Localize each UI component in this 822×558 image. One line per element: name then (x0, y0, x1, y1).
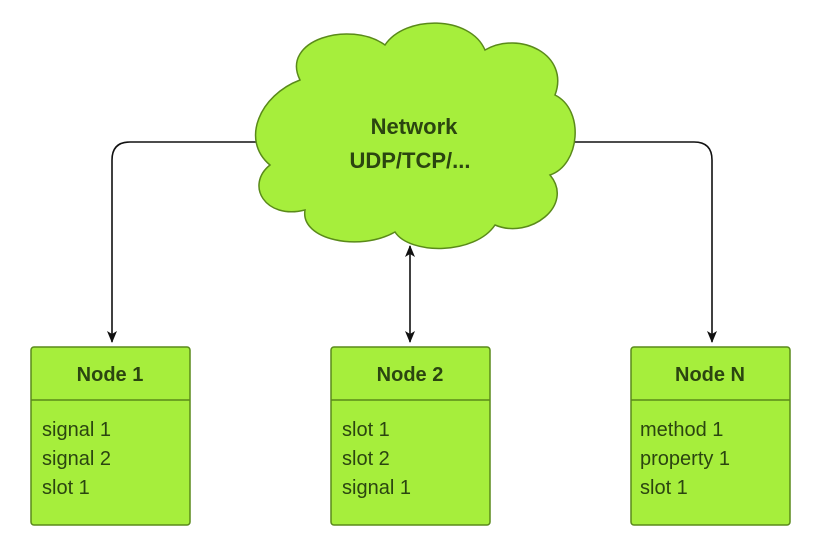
node-item: slot 1 (42, 477, 90, 499)
node-item: signal 2 (42, 448, 111, 470)
cloud-label-protocols: UDP/TCP/... (349, 148, 470, 173)
connector-node-1 (107, 137, 273, 343)
node-title: Node 1 (77, 364, 144, 386)
network-cloud: Network UDP/TCP/... (254, 22, 576, 250)
cloud-shape (254, 22, 576, 250)
node-item: signal 1 (42, 419, 111, 441)
node-item: property 1 (640, 448, 730, 470)
node-title: Node N (675, 364, 745, 386)
node-2-box: Node 2 slot 1 slot 2 signal 1 (330, 346, 491, 526)
node-item: method 1 (640, 419, 723, 441)
node-item: slot 1 (640, 477, 688, 499)
node-n-box: Node N method 1 property 1 slot 1 (630, 346, 791, 526)
node-item: signal 1 (342, 477, 411, 499)
node-title: Node 2 (377, 364, 444, 386)
cloud-label-network: Network (371, 114, 459, 139)
node-item: slot 2 (342, 448, 390, 470)
connector-node-n (551, 137, 717, 343)
node-1-box: Node 1 signal 1 signal 2 slot 1 (30, 346, 191, 526)
node-item: slot 1 (342, 419, 390, 441)
